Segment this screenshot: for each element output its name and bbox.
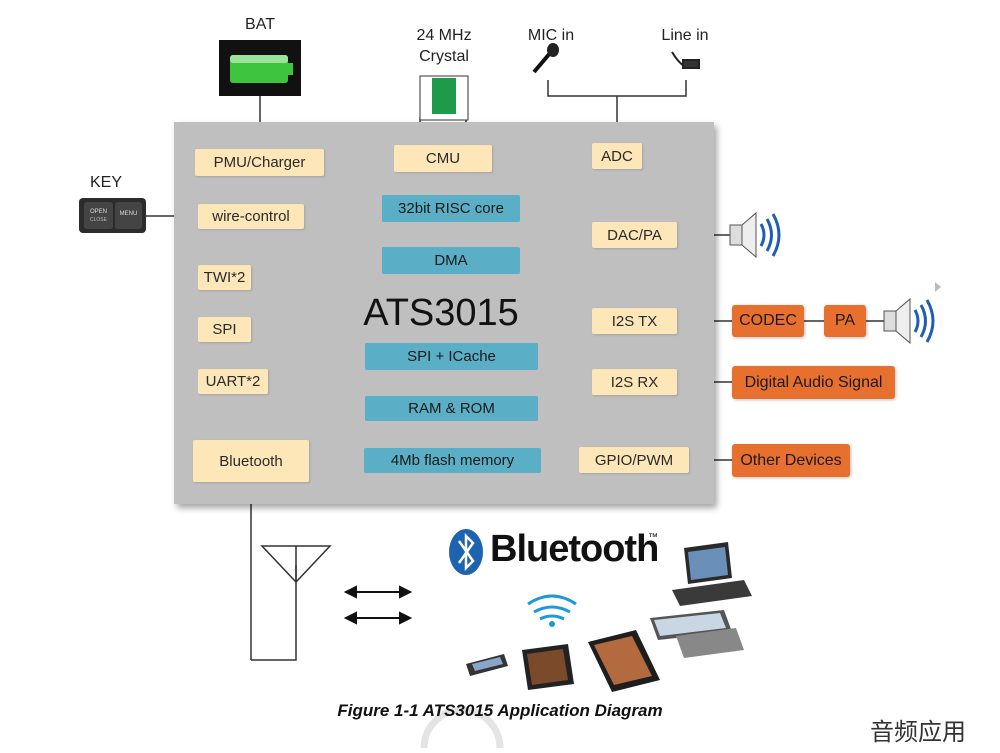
line-in-label: Line in — [661, 27, 709, 44]
adc-block: ADC — [592, 143, 642, 169]
spi-icache-block: SPI + ICache — [365, 343, 538, 370]
bluetooth-wordmark: Bluetooth — [490, 528, 659, 570]
small-triangle-icon — [935, 282, 941, 292]
cmu-block: CMU — [394, 145, 492, 172]
ram-rom-block: RAM & ROM — [365, 396, 538, 421]
crystal-label-line2: Crystal — [419, 48, 469, 65]
wire-control-block: wire-control — [198, 204, 304, 229]
wire-mic-line-adc — [547, 80, 687, 97]
tablet-small-icon — [522, 644, 574, 690]
twi-block: TWI*2 — [198, 265, 251, 290]
wireless-signal-icon — [527, 594, 577, 627]
key-close-text: CLOSE — [90, 217, 107, 223]
key-label: KEY — [89, 174, 122, 191]
flash-memory-block: 4Mb flash memory — [364, 448, 541, 473]
battery-icon — [219, 40, 301, 96]
crystal-icon — [419, 75, 469, 121]
speaker-icon — [729, 211, 781, 259]
chip-name: ATS3015 — [363, 292, 519, 334]
spi-block: SPI — [198, 317, 251, 342]
crystal-label-line1: 24 MHz — [416, 27, 472, 44]
uart-block: UART*2 — [198, 369, 268, 394]
key-open-text: OPEN — [89, 209, 107, 215]
key-menu-text: MENU — [119, 211, 138, 217]
antenna-icon — [260, 545, 332, 584]
microphone-icon — [532, 43, 559, 74]
watermark: 音频应用 — [870, 718, 966, 746]
digital-audio-signal-block: Digital Audio Signal — [732, 366, 895, 399]
decorative-ring-icon — [420, 706, 504, 749]
codec-block: CODEC — [732, 305, 804, 337]
tablet-icon — [588, 630, 660, 692]
gpio-pwm-block: GPIO/PWM — [579, 447, 689, 473]
figure-caption: Figure 1-1 ATS3015 Application Diagram — [337, 701, 663, 720]
key-buttons-icon — [79, 198, 146, 233]
bluetooth-block: Bluetooth — [193, 440, 309, 482]
pa-block: PA — [824, 305, 866, 337]
bluetooth-logo-icon — [449, 529, 483, 575]
i2s-tx-block: I2S TX — [592, 308, 677, 334]
trademark-symbol: ™ — [648, 532, 658, 543]
bidirectional-arrows-icon — [343, 585, 413, 625]
line-in-plug-icon — [671, 51, 700, 69]
tablet-keyboard-icon — [650, 610, 744, 658]
other-devices-block: Other Devices — [732, 444, 850, 477]
dac-pa-block: DAC/PA — [592, 222, 677, 248]
speaker-icon — [883, 297, 935, 345]
pmu-charger-block: PMU/Charger — [195, 149, 324, 176]
bat-label: BAT — [245, 16, 275, 33]
dma-block: DMA — [382, 247, 520, 274]
mic-in-label: MIC in — [527, 27, 575, 44]
risc-core-block: 32bit RISC core — [382, 195, 520, 222]
phone-icon — [466, 654, 508, 676]
i2s-rx-block: I2S RX — [592, 369, 677, 395]
wire-antenna-base — [251, 565, 297, 661]
laptop-icon — [672, 542, 752, 606]
